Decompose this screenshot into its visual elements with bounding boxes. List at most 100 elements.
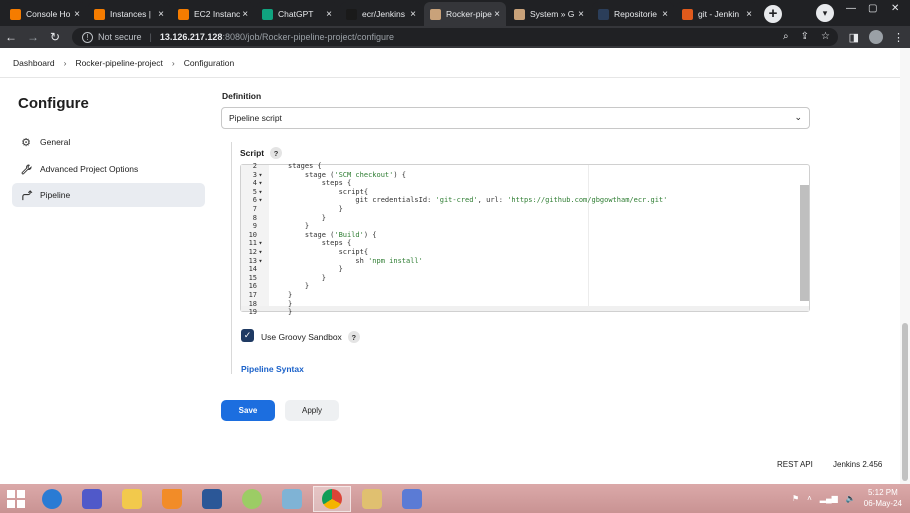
editor-code-line[interactable]: stage ('Build') {: [288, 230, 377, 239]
tab-close-icon[interactable]: ×: [74, 8, 80, 20]
editor-code-line[interactable]: steps {: [288, 179, 352, 188]
fold-arrow-icon[interactable]: ▾: [258, 239, 263, 248]
tab-close-icon[interactable]: ×: [410, 8, 416, 20]
browser-tab[interactable]: git - Jenkin×: [676, 2, 758, 26]
browser-tab[interactable]: Repositorie×: [592, 2, 674, 26]
editor-line-number: 3▾: [241, 171, 268, 179]
browser-tab[interactable]: Rocker-pipe×: [424, 2, 506, 26]
fold-arrow-icon[interactable]: ▾: [258, 187, 263, 196]
editor-horizontal-scrollbar[interactable]: [241, 306, 809, 311]
browser-tab[interactable]: Instances |×: [88, 2, 170, 26]
browser-tab[interactable]: ChatGPT×: [256, 2, 338, 26]
warning-icon[interactable]: !: [82, 31, 93, 43]
browser-tab[interactable]: Console Ho×: [4, 2, 86, 26]
apply-button[interactable]: Apply: [285, 400, 339, 421]
editor-code-line[interactable]: script{: [288, 187, 369, 196]
editor-scrollbar[interactable]: [800, 185, 809, 301]
not-secure-label[interactable]: Not secure: [98, 32, 142, 42]
chevron-right-icon: ›: [171, 58, 175, 68]
minimize-button[interactable]: —: [846, 3, 856, 14]
taskbar-paint-icon[interactable]: [233, 486, 271, 512]
side-panel-icon[interactable]: ◨: [848, 31, 859, 44]
breadcrumb-configuration[interactable]: Configuration: [183, 58, 235, 68]
taskbar-app-icon[interactable]: [273, 486, 311, 512]
signal-icon[interactable]: ▂▄▆: [819, 493, 838, 503]
rest-api-link[interactable]: REST API: [777, 460, 813, 469]
taskbar-vlc-icon[interactable]: [153, 486, 191, 512]
tab-close-icon[interactable]: ×: [242, 8, 249, 20]
editor-code-line[interactable]: }: [288, 273, 326, 282]
close-window-button[interactable]: ✕: [891, 3, 900, 14]
breadcrumb-project[interactable]: Rocker-pipeline-project: [75, 58, 163, 68]
fold-arrow-icon[interactable]: ▾: [258, 179, 263, 188]
editor-code-line[interactable]: }: [288, 291, 293, 299]
page-scrollbar[interactable]: [900, 48, 910, 484]
start-button[interactable]: [0, 489, 32, 508]
sidebar-item-general[interactable]: ⚙ General: [12, 130, 205, 154]
editor-code-line[interactable]: git credentialsId: 'git-cred', url: 'htt…: [288, 196, 668, 205]
editor-code-line[interactable]: sh 'npm install': [288, 256, 423, 265]
definition-selected-value: Pipeline script: [229, 113, 282, 123]
editor-code-line[interactable]: }: [288, 282, 310, 291]
editor-code-line[interactable]: }: [288, 265, 343, 274]
editor-code-line[interactable]: steps {: [288, 239, 352, 248]
sidebar-item-pipeline[interactable]: Pipeline: [12, 183, 205, 207]
new-tab-button[interactable]: +: [764, 5, 782, 23]
reload-icon[interactable]: ↻: [49, 30, 61, 44]
profile-avatar[interactable]: [869, 30, 883, 44]
help-icon[interactable]: ?: [270, 147, 283, 159]
editor-code-line[interactable]: }: [288, 213, 326, 222]
editor-code-line[interactable]: }: [288, 222, 310, 231]
browser-tab[interactable]: System » G×: [508, 2, 590, 26]
taskbar-network-app-icon[interactable]: [393, 486, 431, 512]
jenkins-version[interactable]: Jenkins 2.456: [833, 460, 883, 469]
sidebar-item-advanced-project-options[interactable]: Advanced Project Options: [12, 157, 205, 181]
volume-icon[interactable]: 🔈: [845, 493, 856, 503]
fold-arrow-icon[interactable]: ▾: [258, 248, 263, 256]
forward-icon[interactable]: →: [27, 30, 39, 44]
editor-code-line[interactable]: }: [288, 299, 293, 308]
editor-code-line[interactable]: script{: [288, 248, 369, 256]
editor-print-margin: [588, 165, 589, 311]
tab-search-button[interactable]: ▾: [816, 4, 834, 22]
fold-arrow-icon[interactable]: ▾: [258, 196, 263, 205]
fold-arrow-icon[interactable]: ▾: [258, 170, 263, 179]
editor-code-line[interactable]: }: [288, 308, 293, 317]
tab-close-icon[interactable]: ×: [746, 8, 752, 20]
help-icon[interactable]: ?: [347, 331, 360, 343]
chevron-up-icon[interactable]: ˄: [807, 493, 812, 503]
taskbar-ie-icon[interactable]: [33, 486, 71, 512]
tab-close-icon[interactable]: ×: [494, 8, 500, 20]
share-icon[interactable]: ⇪: [800, 31, 810, 42]
editor-code-line[interactable]: stages {: [288, 162, 322, 170]
taskbar-explorer-icon[interactable]: [113, 486, 151, 512]
page-scrollbar-thumb[interactable]: [902, 323, 908, 481]
editor-code-line[interactable]: }: [288, 205, 343, 213]
browser-tab[interactable]: ecr/Jenkins×: [340, 2, 422, 26]
clock[interactable]: 5:12 PM 06-May-24: [864, 487, 902, 509]
fold-arrow-icon[interactable]: ▾: [258, 256, 263, 265]
taskbar-chrome-icon[interactable]: [313, 485, 351, 512]
address-bar[interactable]: ! Not secure | 13.126.217.128 :8080/job/…: [72, 28, 838, 46]
back-icon[interactable]: ←: [5, 30, 17, 44]
menu-dots-icon[interactable]: ⋮: [893, 31, 904, 44]
editor-code-line[interactable]: stage ('SCM checkout') {: [288, 170, 407, 179]
network-status-icon[interactable]: ⚑: [791, 493, 800, 503]
taskbar-teams-icon[interactable]: [73, 486, 111, 512]
pipeline-syntax-link[interactable]: Pipeline Syntax: [241, 364, 304, 374]
maximize-button[interactable]: ▢: [868, 3, 878, 14]
bookmark-star-icon[interactable]: ☆: [821, 31, 830, 42]
search-icon[interactable]: ⌕: [783, 31, 789, 42]
groovy-sandbox-checkbox[interactable]: ✓: [241, 329, 254, 342]
taskbar-word-icon[interactable]: [193, 486, 231, 512]
save-button[interactable]: Save: [221, 400, 275, 421]
tab-close-icon[interactable]: ×: [578, 8, 584, 20]
tab-close-icon[interactable]: ×: [158, 8, 164, 20]
breadcrumb-dashboard[interactable]: Dashboard: [13, 58, 55, 68]
tab-close-icon[interactable]: ×: [662, 8, 668, 20]
tab-close-icon[interactable]: ×: [326, 8, 332, 20]
definition-select[interactable]: Pipeline script ⌄: [221, 107, 810, 129]
browser-tab[interactable]: EC2 Instanc×: [172, 2, 254, 26]
taskbar-tools-icon[interactable]: [353, 486, 391, 512]
